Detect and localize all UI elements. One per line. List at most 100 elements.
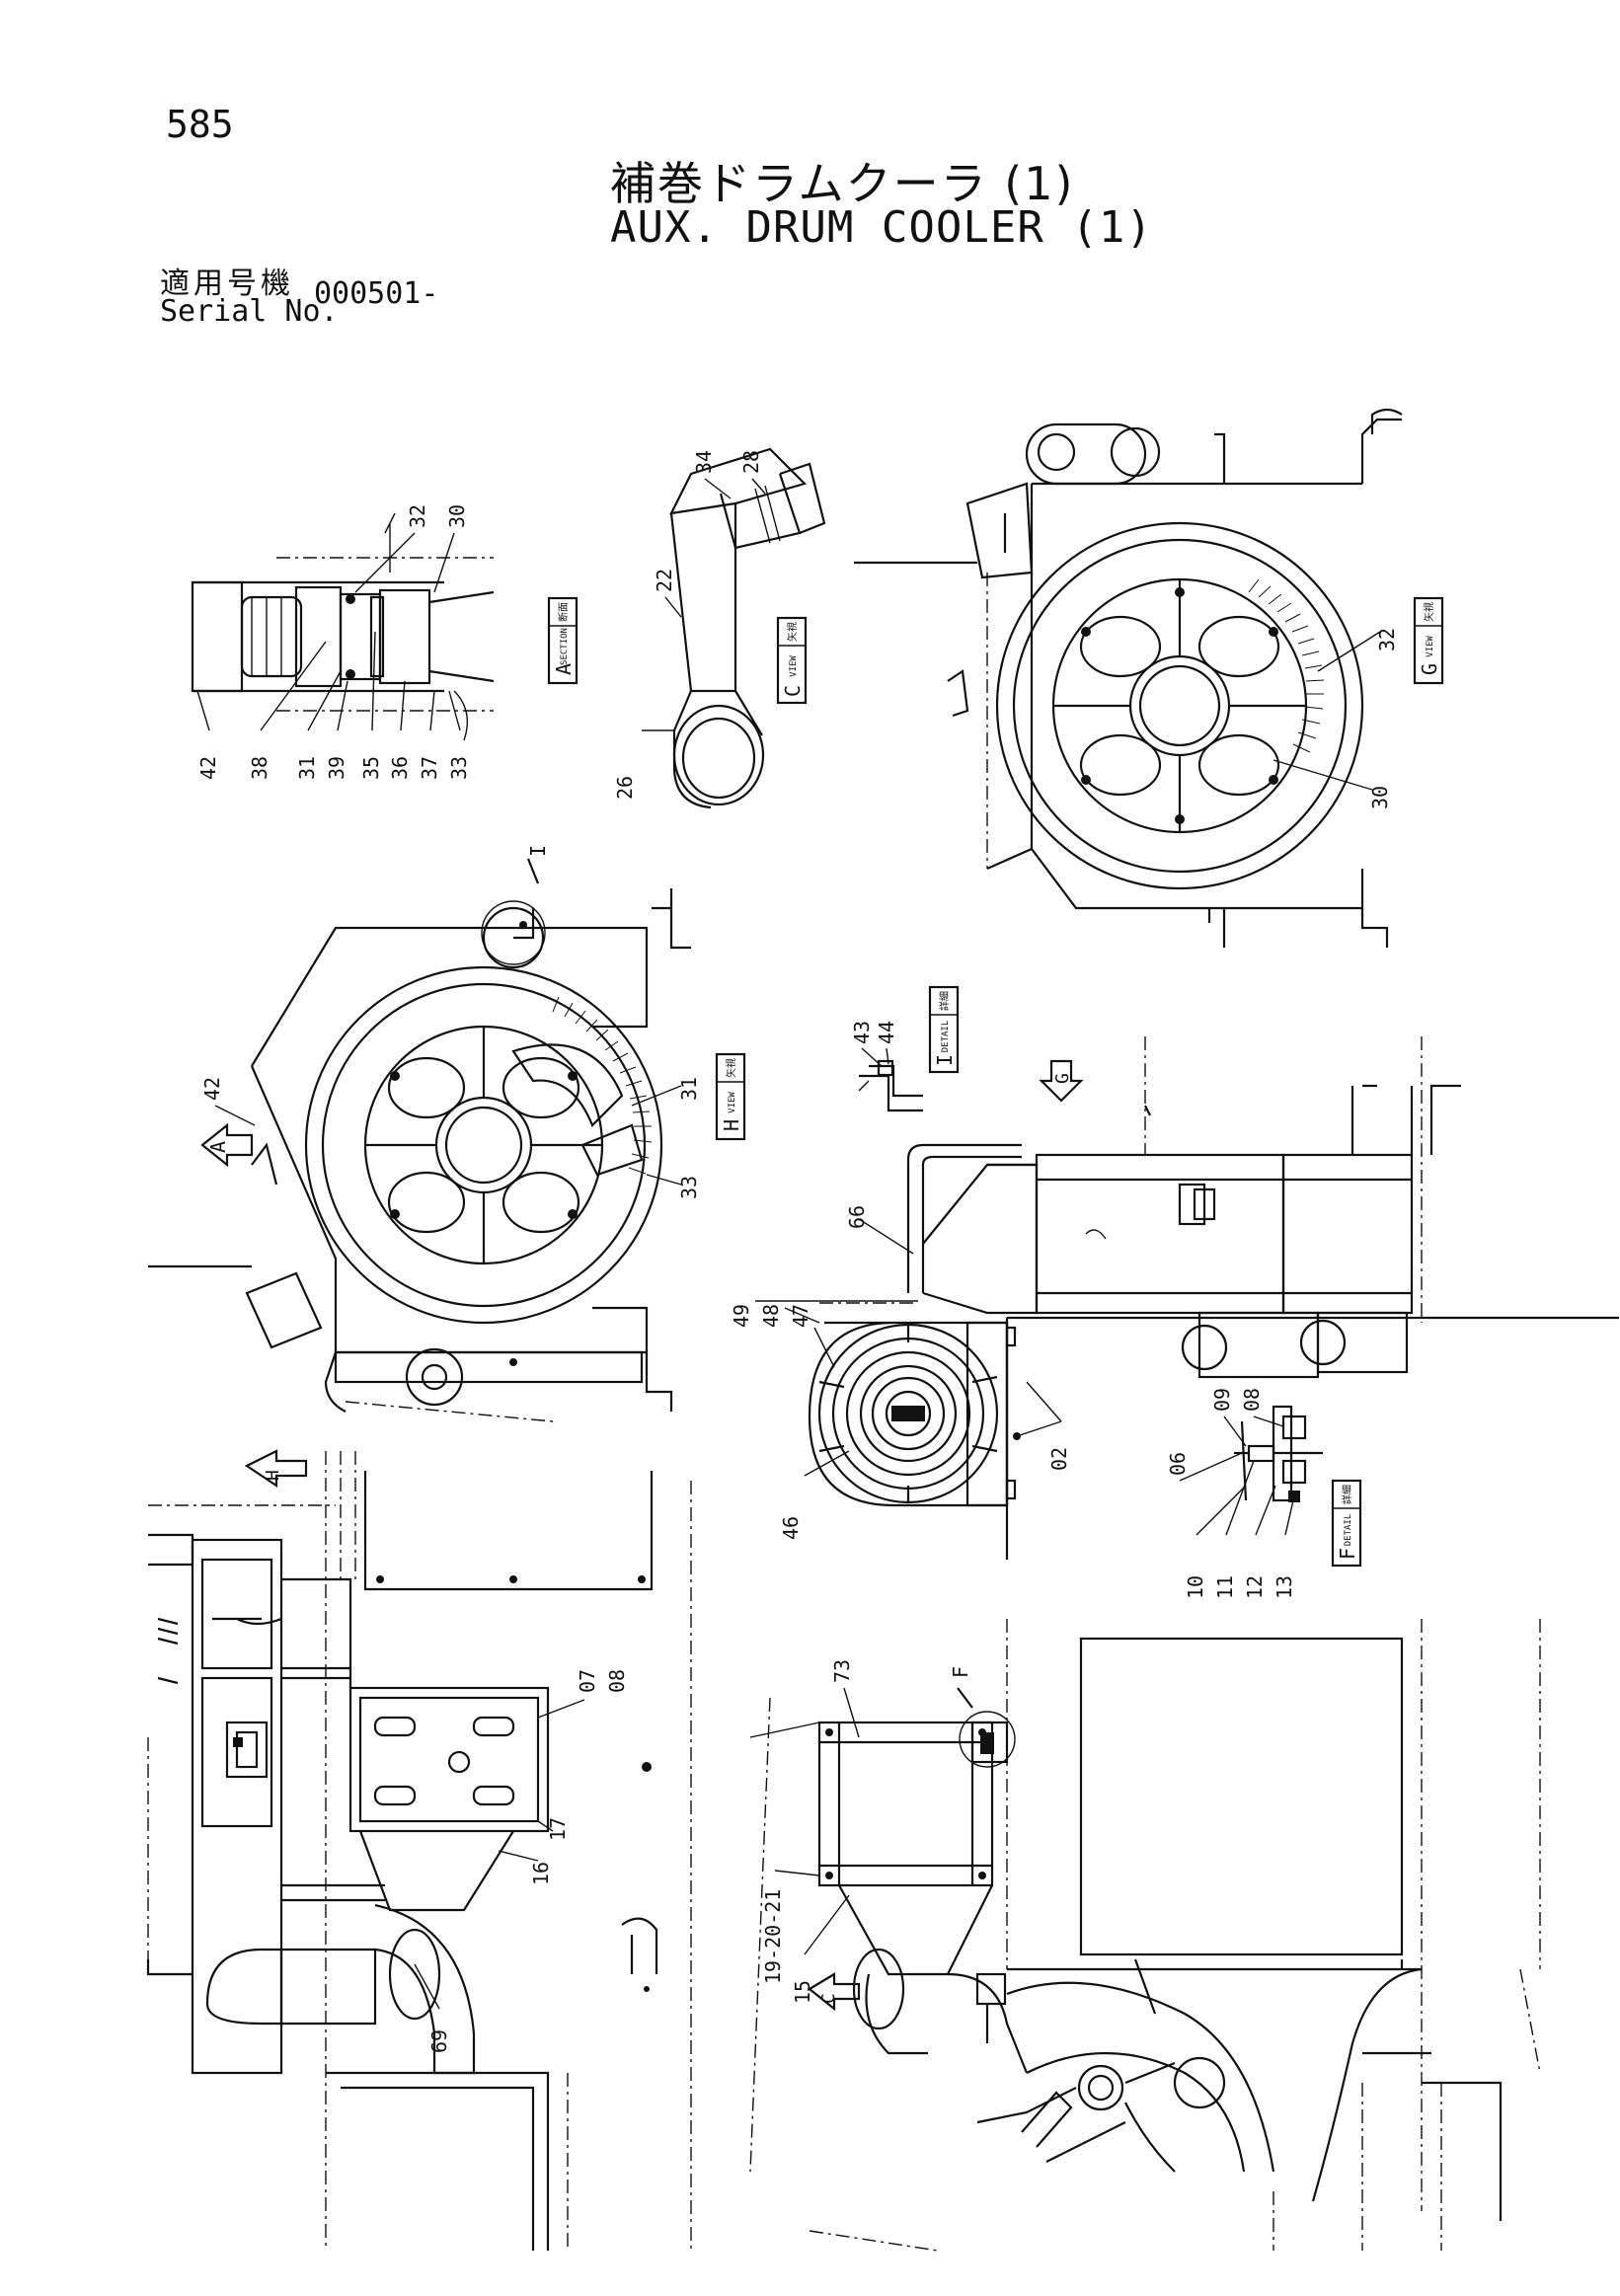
arrow-h-letter: H (263, 1470, 283, 1481)
section-a-label-box: 断面 SECTION A (547, 596, 579, 685)
arrow-g-letter: G (1052, 1073, 1073, 1084)
section-a-callouts: 32 30 42 38 31 39 35 36 37 33 (196, 504, 471, 780)
callout-label: 07 (576, 1669, 599, 1693)
view-c-word: VIEW (789, 655, 799, 677)
arrow-a: A (200, 1122, 254, 1168)
callout-label: 08 (1240, 1388, 1264, 1412)
callout-label: 31 (295, 756, 319, 780)
view-g-label-box: 矢視 VIEW G (1413, 596, 1444, 685)
detail-i-indicator: I (481, 845, 550, 965)
view-c-letter: C (781, 685, 805, 697)
callout-label: 42 (200, 1077, 224, 1101)
view-c-leaders (642, 478, 766, 731)
view-h-drum (148, 888, 691, 1422)
callout-label: 32 (1375, 628, 1399, 651)
title-english: AUX. DRUM COOLER (1) (610, 202, 1153, 253)
callout-label: 28 (739, 450, 763, 474)
section-a-letter: A (552, 663, 576, 675)
callout-label: 13 (1273, 1575, 1296, 1599)
arrow-i-letter: I (526, 845, 550, 857)
section-a-kanji: 断面 (557, 602, 570, 622)
callout-label: 42 (196, 756, 220, 780)
callout-label: 22 (653, 569, 676, 592)
serial-label-english: Serial No. (160, 294, 339, 329)
callout-label: 26 (613, 776, 637, 800)
view-c-duct (669, 447, 826, 809)
arrow-f-letter: F (949, 1666, 972, 1678)
callout-label: 12 (1243, 1575, 1267, 1599)
title-japanese: 補巻ドラムクーラ (1) (610, 157, 1075, 210)
callout-label: 32 (406, 504, 429, 528)
section-a-leaders (196, 532, 461, 731)
callout-label: 73 (830, 1659, 854, 1683)
callout-label: 30 (445, 504, 469, 528)
callout-label: 48 (759, 1304, 783, 1328)
view-h-letter: H (720, 1119, 743, 1131)
detail-i-letter: I (933, 1054, 957, 1066)
callout-label: 35 (359, 756, 383, 780)
detail-f-view (1234, 1405, 1323, 1502)
callout-label: 06 (1166, 1452, 1190, 1476)
callout-label: 31 (677, 1077, 701, 1101)
serial-number-value: 000501- (314, 276, 439, 311)
detail-i-leaders (861, 1047, 889, 1067)
callout-label: 39 (325, 756, 348, 780)
section-a-word: SECTION (560, 628, 570, 665)
view-h-kanji: 矢視 (725, 1058, 737, 1078)
page-number: 585 (166, 103, 234, 146)
view-h-leaders (214, 1085, 682, 1186)
lower-left-leaders (414, 1699, 585, 2010)
lower-left-assembly: H (146, 1449, 692, 2251)
view-h-callouts: 42 31 33 (200, 1077, 701, 1199)
callout-label: 11 (1213, 1575, 1237, 1599)
view-g-hatched-ring (1248, 578, 1325, 753)
serial-label-japanese: 適用号機 (160, 267, 294, 301)
center-assembly: G (808, 1036, 1619, 1560)
detail-f-label-box: 詳細 DETAIL F (1331, 1479, 1362, 1568)
callout-label: 16 (529, 1862, 553, 1885)
callout-label: 49 (730, 1304, 753, 1328)
callout-label: 66 (845, 1205, 869, 1229)
view-c-callouts: 34 28 22 26 (613, 450, 763, 800)
callout-label: 09 (1210, 1388, 1234, 1412)
callout-label: 37 (418, 756, 441, 780)
detail-i-view (858, 1059, 923, 1112)
arrow-c-letter: C (818, 1993, 839, 2004)
lower-right-callouts: 73 19-20-21 15 (761, 1659, 854, 2004)
callout-label: 15 (791, 1980, 814, 2004)
view-g-callouts: 32 30 (1368, 628, 1399, 809)
view-g-kanji: 矢視 (1423, 602, 1435, 622)
view-h-hatched-ring (552, 996, 653, 1175)
detail-f-letter: F (1336, 1548, 1359, 1560)
view-c-label-box: 矢視 VIEW C (776, 616, 808, 705)
detail-f-callouts: 09 08 06 10 11 12 13 (1166, 1388, 1296, 1599)
view-g-word: VIEW (1426, 636, 1435, 657)
arrow-a-letter: A (206, 1141, 230, 1153)
detail-f-kanji: 詳細 (1341, 1485, 1353, 1504)
callout-label: 38 (248, 756, 271, 780)
center-leaders (755, 1218, 1062, 1477)
detail-f-leaders (1179, 1416, 1294, 1536)
center-callouts: 66 49 48 47 46 02 (730, 1205, 1071, 1540)
detail-f-word: DETAIL (1344, 1514, 1353, 1547)
view-h-label-box: 矢視 VIEW H (715, 1052, 746, 1141)
callout-label: 46 (779, 1516, 803, 1540)
callout-label: 19-20-21 (761, 1889, 785, 1984)
callout-label: 34 (692, 450, 716, 474)
detail-i-word: DETAIL (941, 1021, 951, 1053)
callout-label: 43 (850, 1021, 874, 1044)
callout-label: 33 (447, 756, 471, 780)
callout-label: 02 (1047, 1447, 1071, 1471)
section-a-view (191, 512, 495, 741)
lower-left-callouts: 07 08 17 16 69 (427, 1669, 629, 2053)
callout-label: 69 (427, 2029, 451, 2053)
callout-label: 44 (875, 1021, 898, 1044)
detail-i-kanji: 詳細 (938, 991, 951, 1011)
view-h-word: VIEW (728, 1092, 737, 1113)
callout-label: 47 (789, 1304, 812, 1328)
view-c-kanji: 矢視 (786, 622, 799, 642)
detail-i-callouts: 43 44 (850, 1021, 898, 1044)
view-g-leaders (1273, 631, 1381, 791)
callout-label: 33 (677, 1176, 701, 1199)
